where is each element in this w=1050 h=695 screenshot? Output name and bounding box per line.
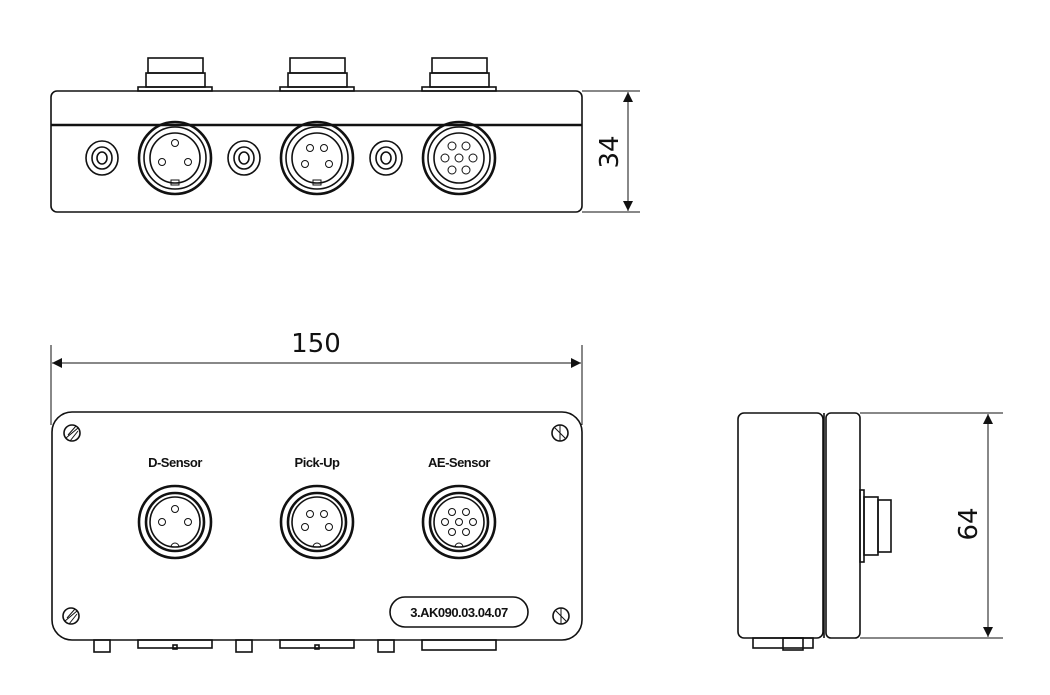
connector-d-sensor bbox=[137, 484, 213, 560]
connector-top-d-sensor bbox=[137, 120, 213, 196]
part-number-plate: 3.AK090.03.04.07 bbox=[389, 596, 529, 628]
cable-glands bbox=[85, 140, 403, 176]
side-lid bbox=[825, 412, 861, 639]
side-connector bbox=[859, 489, 892, 563]
part-number: 3.AK090.03.04.07 bbox=[410, 605, 508, 620]
dimension-depth-label: 64 bbox=[954, 507, 984, 540]
dimension-64: 64 bbox=[860, 412, 1003, 639]
screw-icon bbox=[62, 424, 570, 625]
side-bottom-gland bbox=[752, 637, 814, 651]
connector-label-pick-up: Pick-Up bbox=[295, 455, 340, 470]
front-view: 150 D-Sensor Pick-Up AE-Sensor bbox=[50, 329, 583, 653]
connector-top-pick-up bbox=[279, 120, 355, 196]
bottom-glands bbox=[93, 639, 497, 653]
side-body bbox=[737, 412, 824, 639]
connector-ae-sensor bbox=[421, 484, 497, 560]
dimension-34: 34 bbox=[582, 90, 640, 213]
top-view: 34 bbox=[50, 57, 640, 213]
side-view: 64 bbox=[737, 412, 1003, 651]
connector-label-ae-sensor: AE-Sensor bbox=[428, 455, 490, 470]
connector-label-d-sensor: D-Sensor bbox=[148, 455, 202, 470]
top-caps bbox=[137, 57, 497, 92]
dimension-height-label: 34 bbox=[595, 135, 625, 168]
dimension-150: 150 bbox=[50, 329, 583, 425]
connector-pick-up bbox=[279, 484, 355, 560]
enclosure-top-outline bbox=[50, 90, 583, 213]
dimension-width-label: 150 bbox=[291, 329, 341, 359]
connector-top-ae-sensor bbox=[421, 120, 497, 196]
